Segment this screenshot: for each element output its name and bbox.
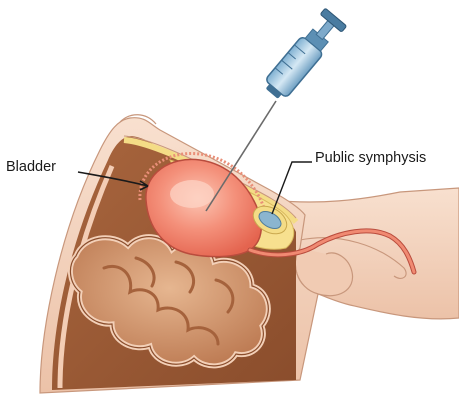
syringe bbox=[261, 8, 347, 103]
pubic-symphysis-label: Public symphysis bbox=[315, 151, 426, 166]
bladder-label: Bladder bbox=[6, 160, 56, 175]
